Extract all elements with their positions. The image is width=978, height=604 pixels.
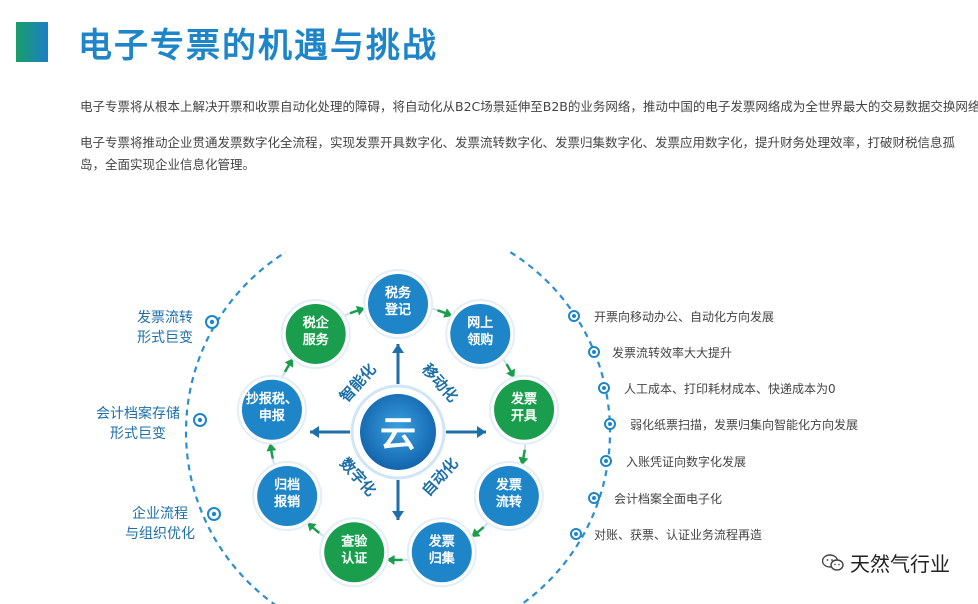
process-node-circle [368, 274, 428, 334]
ring-segment [349, 309, 359, 315]
watermark: 天然气行业 [822, 548, 950, 577]
paragraph-1: 电子专票将从根本上解决开票和收票自动化处理的障碍，将自动化从B2C场景延伸至B2… [80, 99, 978, 114]
left-arc-dot-core [209, 319, 215, 325]
ring-segment [270, 449, 275, 459]
process-node-8: 抄报税、申报 [236, 374, 307, 445]
ring-arrowhead [355, 305, 366, 316]
process-node-label: 报销 [274, 494, 300, 510]
process-node-label: 登记 [384, 302, 411, 318]
process-node-label: 网上 [467, 316, 493, 331]
left-arc-dot-core [211, 511, 217, 517]
ring-segment [521, 449, 526, 459]
process-node-label: 发票 [510, 391, 537, 407]
dotted-arcs [184, 251, 612, 604]
process-node-3: 发票开具 [489, 374, 560, 445]
paragraph-2: 电子专票将推动企业贯通发票数字化全流程，实现发票开具数字化、发票流转数字化、发票… [80, 135, 956, 172]
left-label-3: 企业流程 与组织优化 [125, 506, 195, 542]
ring-arrowhead [443, 308, 453, 318]
process-node-label: 服务 [303, 332, 330, 348]
right-item-5: 入账凭证向数字化发展 [626, 455, 747, 469]
right-bullet-7 [570, 528, 582, 540]
left-dotted-arc [184, 251, 287, 604]
process-node-label: 抄报税、 [246, 391, 298, 407]
process-node-label: 发票 [495, 477, 522, 493]
right-bullet-1 [568, 310, 580, 322]
direction-arrows [310, 344, 486, 520]
process-node-label: 认证 [341, 550, 367, 566]
right-item-3: 人工成本、打印耗材成本、快递成本为0 [624, 382, 836, 396]
watermark-text: 天然气行业 [850, 552, 950, 576]
process-node-label: 领购 [467, 332, 493, 348]
direction-arrowhead [310, 426, 319, 438]
ring-arrowhead [471, 528, 481, 538]
right-item-7: 对账、获票、认证业务流程再造 [594, 528, 763, 542]
ring-segment [311, 526, 320, 534]
left-label-2: 会计档案存储 形式巨变 [96, 406, 180, 442]
process-node-label: 归档 [274, 477, 300, 493]
process-node-circle [450, 303, 511, 364]
page-title: 电子专票的机遇与挑战 [78, 26, 438, 66]
process-node-circle [257, 466, 318, 526]
process-node-label: 税务 [385, 285, 412, 301]
right-dotted-arc [509, 251, 612, 604]
right-item-6: 会计档案全面电子化 [614, 492, 723, 506]
ring-segment [283, 363, 291, 373]
ring-arrowhead [307, 522, 317, 532]
process-node-label: 税企 [303, 315, 330, 331]
process-node-circle [411, 522, 472, 583]
left-arc-dot-core [197, 417, 203, 423]
right-item-1: 开票向移动办公、自动化方向发展 [594, 310, 775, 324]
right-item-4: 弱化纸票扫描，发票归集向智能化方向发展 [630, 418, 859, 432]
process-node-label: 流转 [496, 494, 522, 510]
process-node-circle [478, 466, 539, 526]
center-inner-circle [360, 394, 436, 470]
process-node-circle [285, 303, 346, 364]
right-item-2: 发票流转效率大大提升 [612, 346, 733, 360]
right-bullet-5 [600, 455, 612, 467]
process-node-5: 发票归集 [406, 517, 477, 588]
direction-arrowhead [392, 344, 404, 353]
process-node-label: 归集 [429, 550, 456, 566]
ring-arrowhead [284, 358, 294, 368]
ring-segment [437, 309, 447, 315]
process-node-label: 开具 [511, 409, 537, 424]
title-accent-block [16, 22, 48, 62]
process-node-label: 申报 [259, 408, 286, 424]
left-label-1: 发票流转 形式巨变 [137, 310, 193, 346]
right-bullet-3 [598, 382, 610, 394]
ring-segment [505, 363, 513, 373]
direction-arrowhead [392, 511, 404, 520]
process-node-circle [241, 379, 302, 440]
ring-segment [476, 526, 485, 534]
process-node-circle [494, 379, 555, 440]
ring-arrowhead [266, 442, 277, 452]
right-bullet-2 [588, 346, 600, 358]
process-node-4: 发票流转 [473, 461, 544, 531]
center-label: 云 [380, 414, 416, 455]
process-node-label: 查验 [340, 533, 368, 549]
process-node-label: 发票 [428, 533, 455, 549]
right-bullet-6 [588, 492, 600, 504]
ring-arrowhead [506, 368, 515, 379]
ring-arrowhead [386, 554, 395, 565]
direction-arrowhead [477, 426, 486, 438]
wechat-icon [822, 553, 844, 571]
right-bullet-4 [604, 418, 616, 430]
process-node-circle [324, 522, 385, 583]
